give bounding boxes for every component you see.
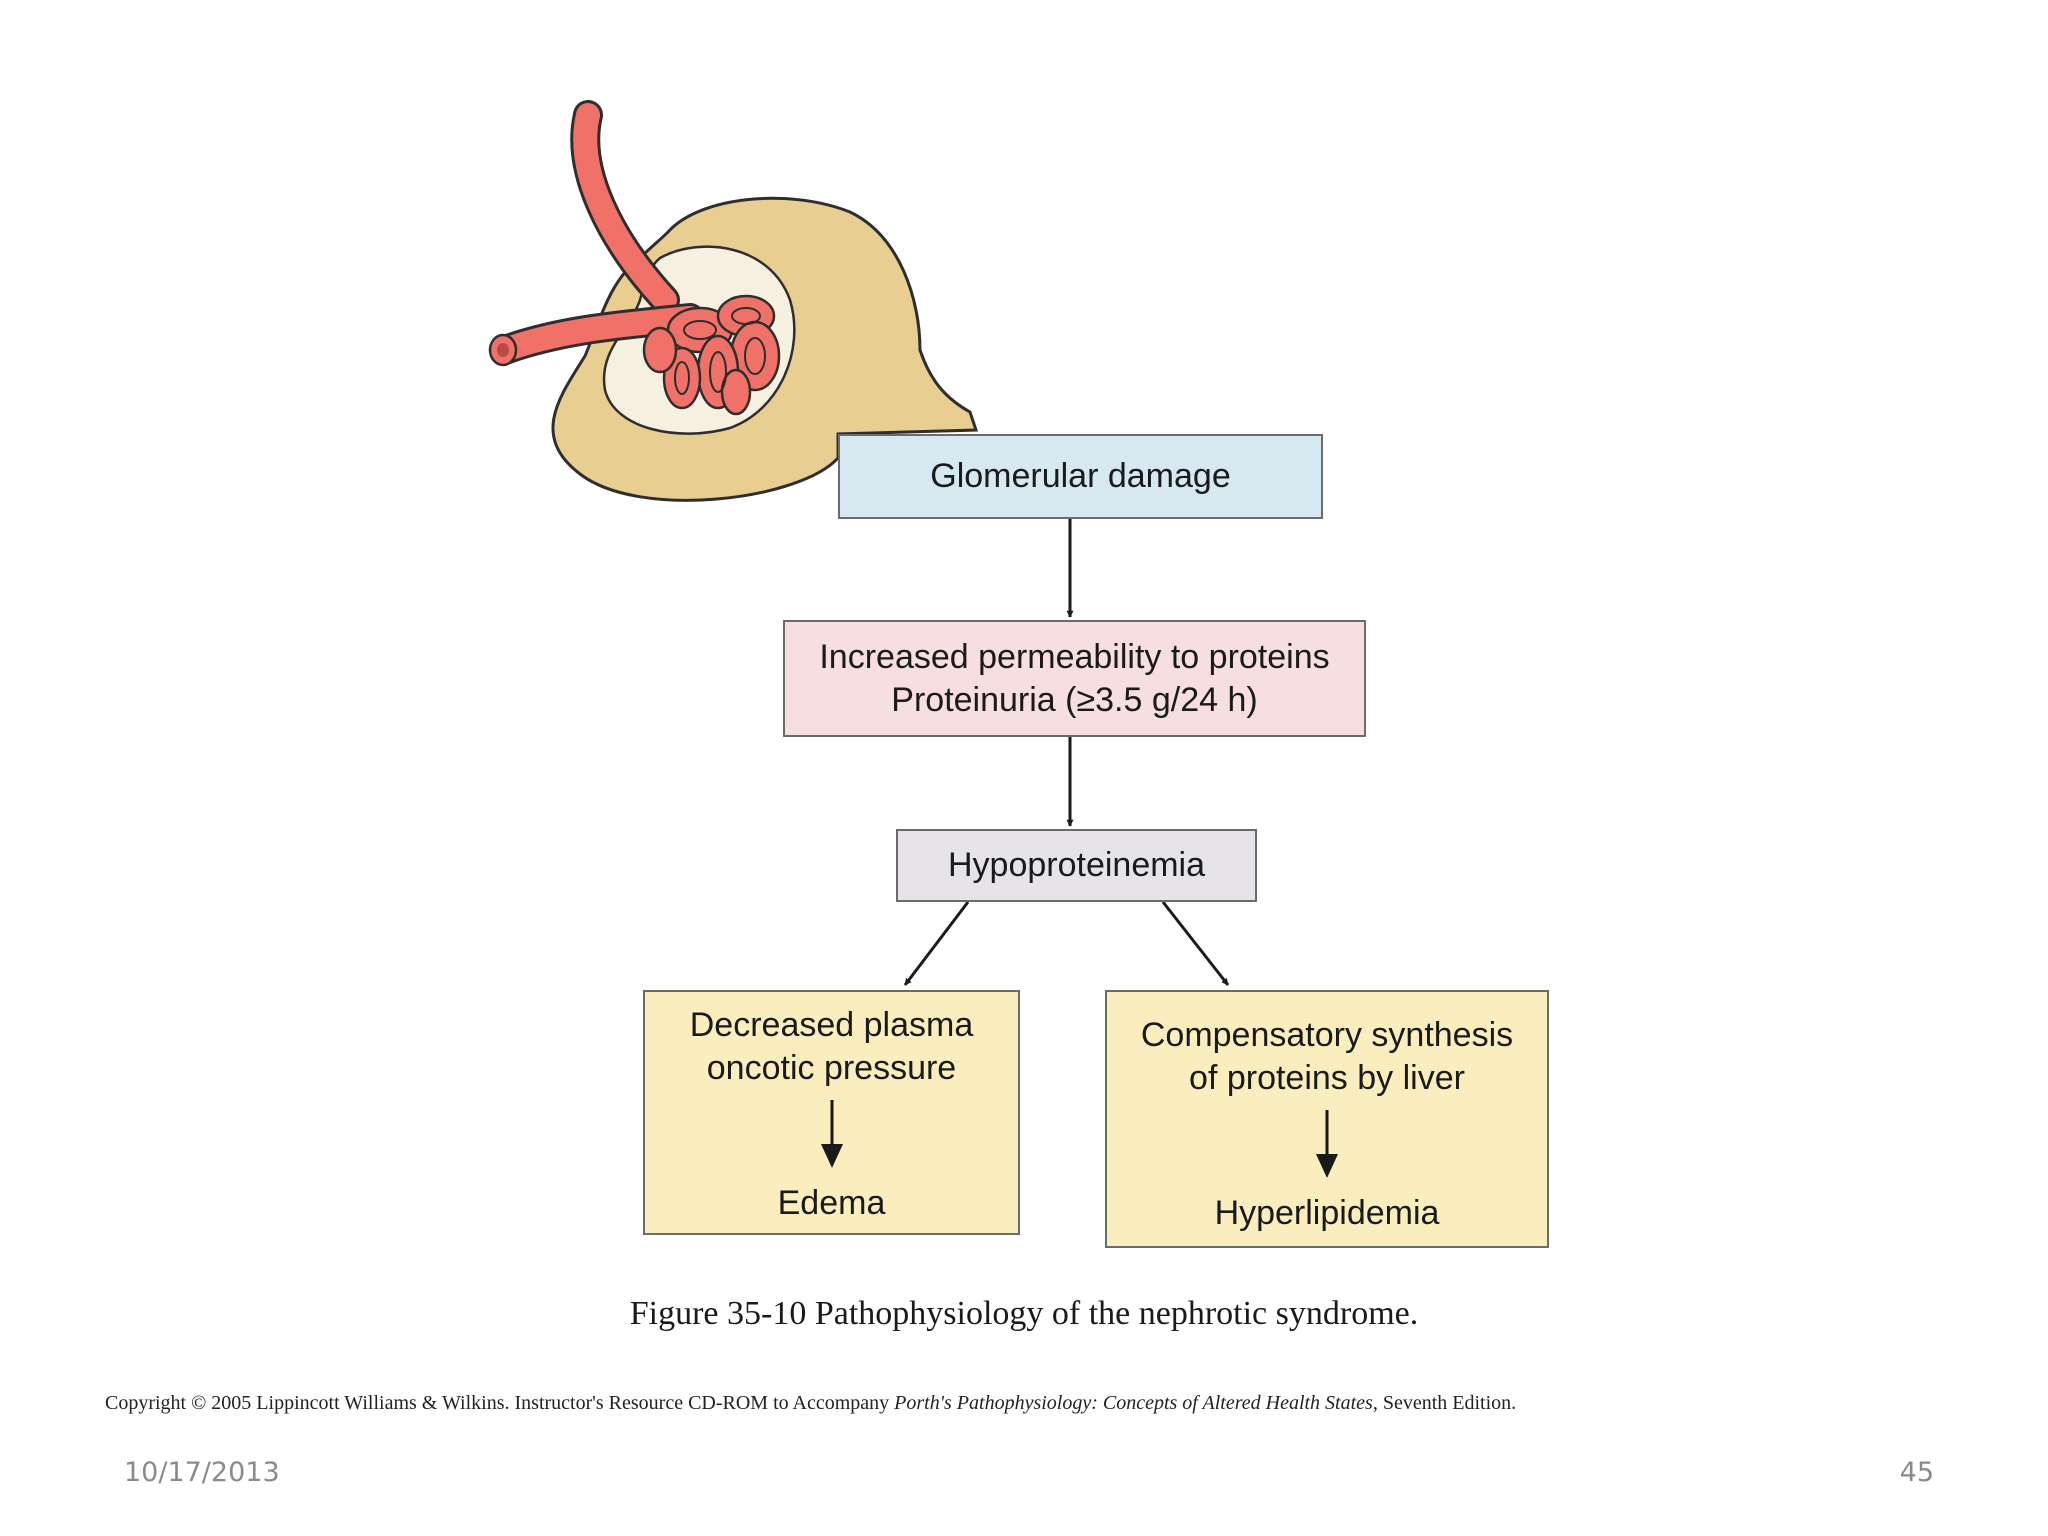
copyright-suffix: Seventh Edition. — [1377, 1392, 1517, 1414]
box-hypoproteinemia: Hypoproteinemia — [896, 829, 1257, 902]
box-compensatory-synthesis-result: Hyperlipidemia — [1214, 1194, 1440, 1232]
slide-date: 10/17/2013 — [124, 1457, 280, 1488]
box-compensatory-synthesis-line-1: Compensatory synthesis — [1140, 1016, 1514, 1054]
arrow-hypoproteinemia-to-compensatory — [1161, 901, 1230, 986]
arrow-hypoproteinemia-to-decreased-plasma — [903, 901, 970, 986]
box-decreased-plasma: Decreased plasma oncotic pressure Edema — [643, 990, 1020, 1235]
box-compensatory-synthesis: Compensatory synthesis of proteins by li… — [1105, 990, 1549, 1248]
box-increased-permeability: Increased permeability to proteins Prote… — [783, 620, 1366, 737]
glomerulus-illustration — [488, 100, 979, 502]
arrow-down-icon — [820, 1100, 843, 1168]
copyright-prefix: Copyright © 2005 Lippincott Williams & W… — [105, 1392, 895, 1414]
box-glomerular-damage-label: Glomerular damage — [930, 457, 1231, 495]
box-decreased-plasma-line-1: Decreased plasma — [689, 1006, 974, 1044]
capillary-tuft — [642, 294, 781, 416]
copyright-notice: Copyright © 2005 Lippincott Williams & W… — [105, 1392, 1945, 1415]
box-compensatory-synthesis-line-2: of proteins by liver — [1189, 1059, 1465, 1097]
box-hypoproteinemia-label: Hypoproteinemia — [947, 846, 1206, 884]
figure-caption: Figure 35-10 Pathophysiology of the neph… — [629, 1295, 1419, 1332]
box-increased-permeability-line-1: Increased permeability to proteins — [819, 637, 1330, 676]
box-decreased-plasma-result: Edema — [777, 1184, 886, 1222]
arrow-down-icon — [1316, 1110, 1338, 1178]
box-decreased-plasma-line-2: oncotic pressure — [706, 1049, 957, 1087]
box-glomerular-damage: Glomerular damage — [838, 434, 1323, 519]
copyright-book-title: Porth's Pathophysiology: Concepts of Alt… — [894, 1392, 1378, 1414]
box-increased-permeability-line-2: Proteinuria (≥3.5 g/24 h) — [891, 680, 1258, 719]
slide-number: 45 — [1899, 1457, 1934, 1488]
